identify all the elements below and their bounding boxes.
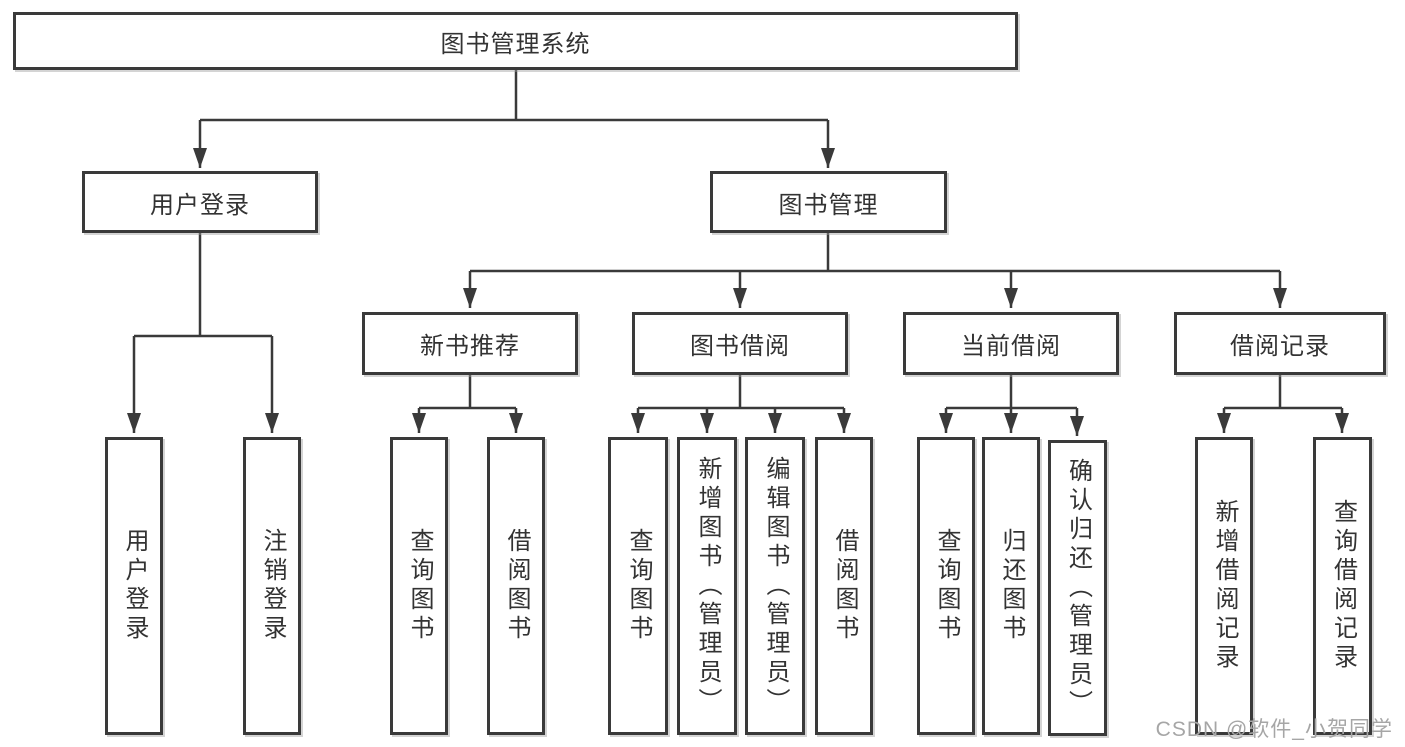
- node-user-login-branch: 用户登录: [82, 171, 318, 233]
- node-root: 图书管理系统: [13, 12, 1018, 70]
- node-br-query-record: 查询借阅记录: [1313, 437, 1372, 735]
- node-bb-borrow-books: 借阅图书: [815, 437, 873, 735]
- node-book-management-branch: 图书管理: [710, 171, 947, 233]
- node-leaf-user-login: 用户登录: [105, 437, 163, 735]
- connector-user-login-to-leaves: [127, 233, 279, 433]
- connector-book-borrowing-to-leaves: [631, 375, 851, 433]
- watermark: CSDN @软件_小贺同学: [1155, 718, 1393, 741]
- node-current-borrowing: 当前借阅: [903, 312, 1119, 375]
- node-cb-confirm-return-admin: 确认归还（管理员）: [1048, 440, 1107, 736]
- node-bb-add-book-admin: 新增图书（管理员）: [677, 437, 737, 735]
- node-cb-query-books: 查询图书: [917, 437, 975, 735]
- node-leaf-logout: 注销登录: [243, 437, 301, 735]
- connector-book-management-to-sections: [463, 233, 1287, 308]
- node-bb-edit-book-admin: 编辑图书（管理员）: [745, 437, 805, 735]
- node-br-add-record: 新增借阅记录: [1195, 437, 1253, 735]
- node-cb-return-books: 归还图书: [982, 437, 1040, 735]
- node-nb-borrow-books: 借阅图书: [487, 437, 545, 735]
- connector-borrowing-records-to-leaves: [1217, 375, 1349, 433]
- node-borrowing-records: 借阅记录: [1174, 312, 1386, 375]
- connector-new-book-recommendation-to-leaves: [412, 375, 523, 433]
- connector-current-borrowing-to-leaves: [939, 375, 1084, 436]
- node-new-book-recommendation: 新书推荐: [362, 312, 578, 375]
- connector-root-to-branches: [193, 70, 835, 168]
- node-book-borrowing: 图书借阅: [632, 312, 848, 375]
- node-nb-query-books: 查询图书: [390, 437, 448, 735]
- node-bb-query-books: 查询图书: [608, 437, 668, 735]
